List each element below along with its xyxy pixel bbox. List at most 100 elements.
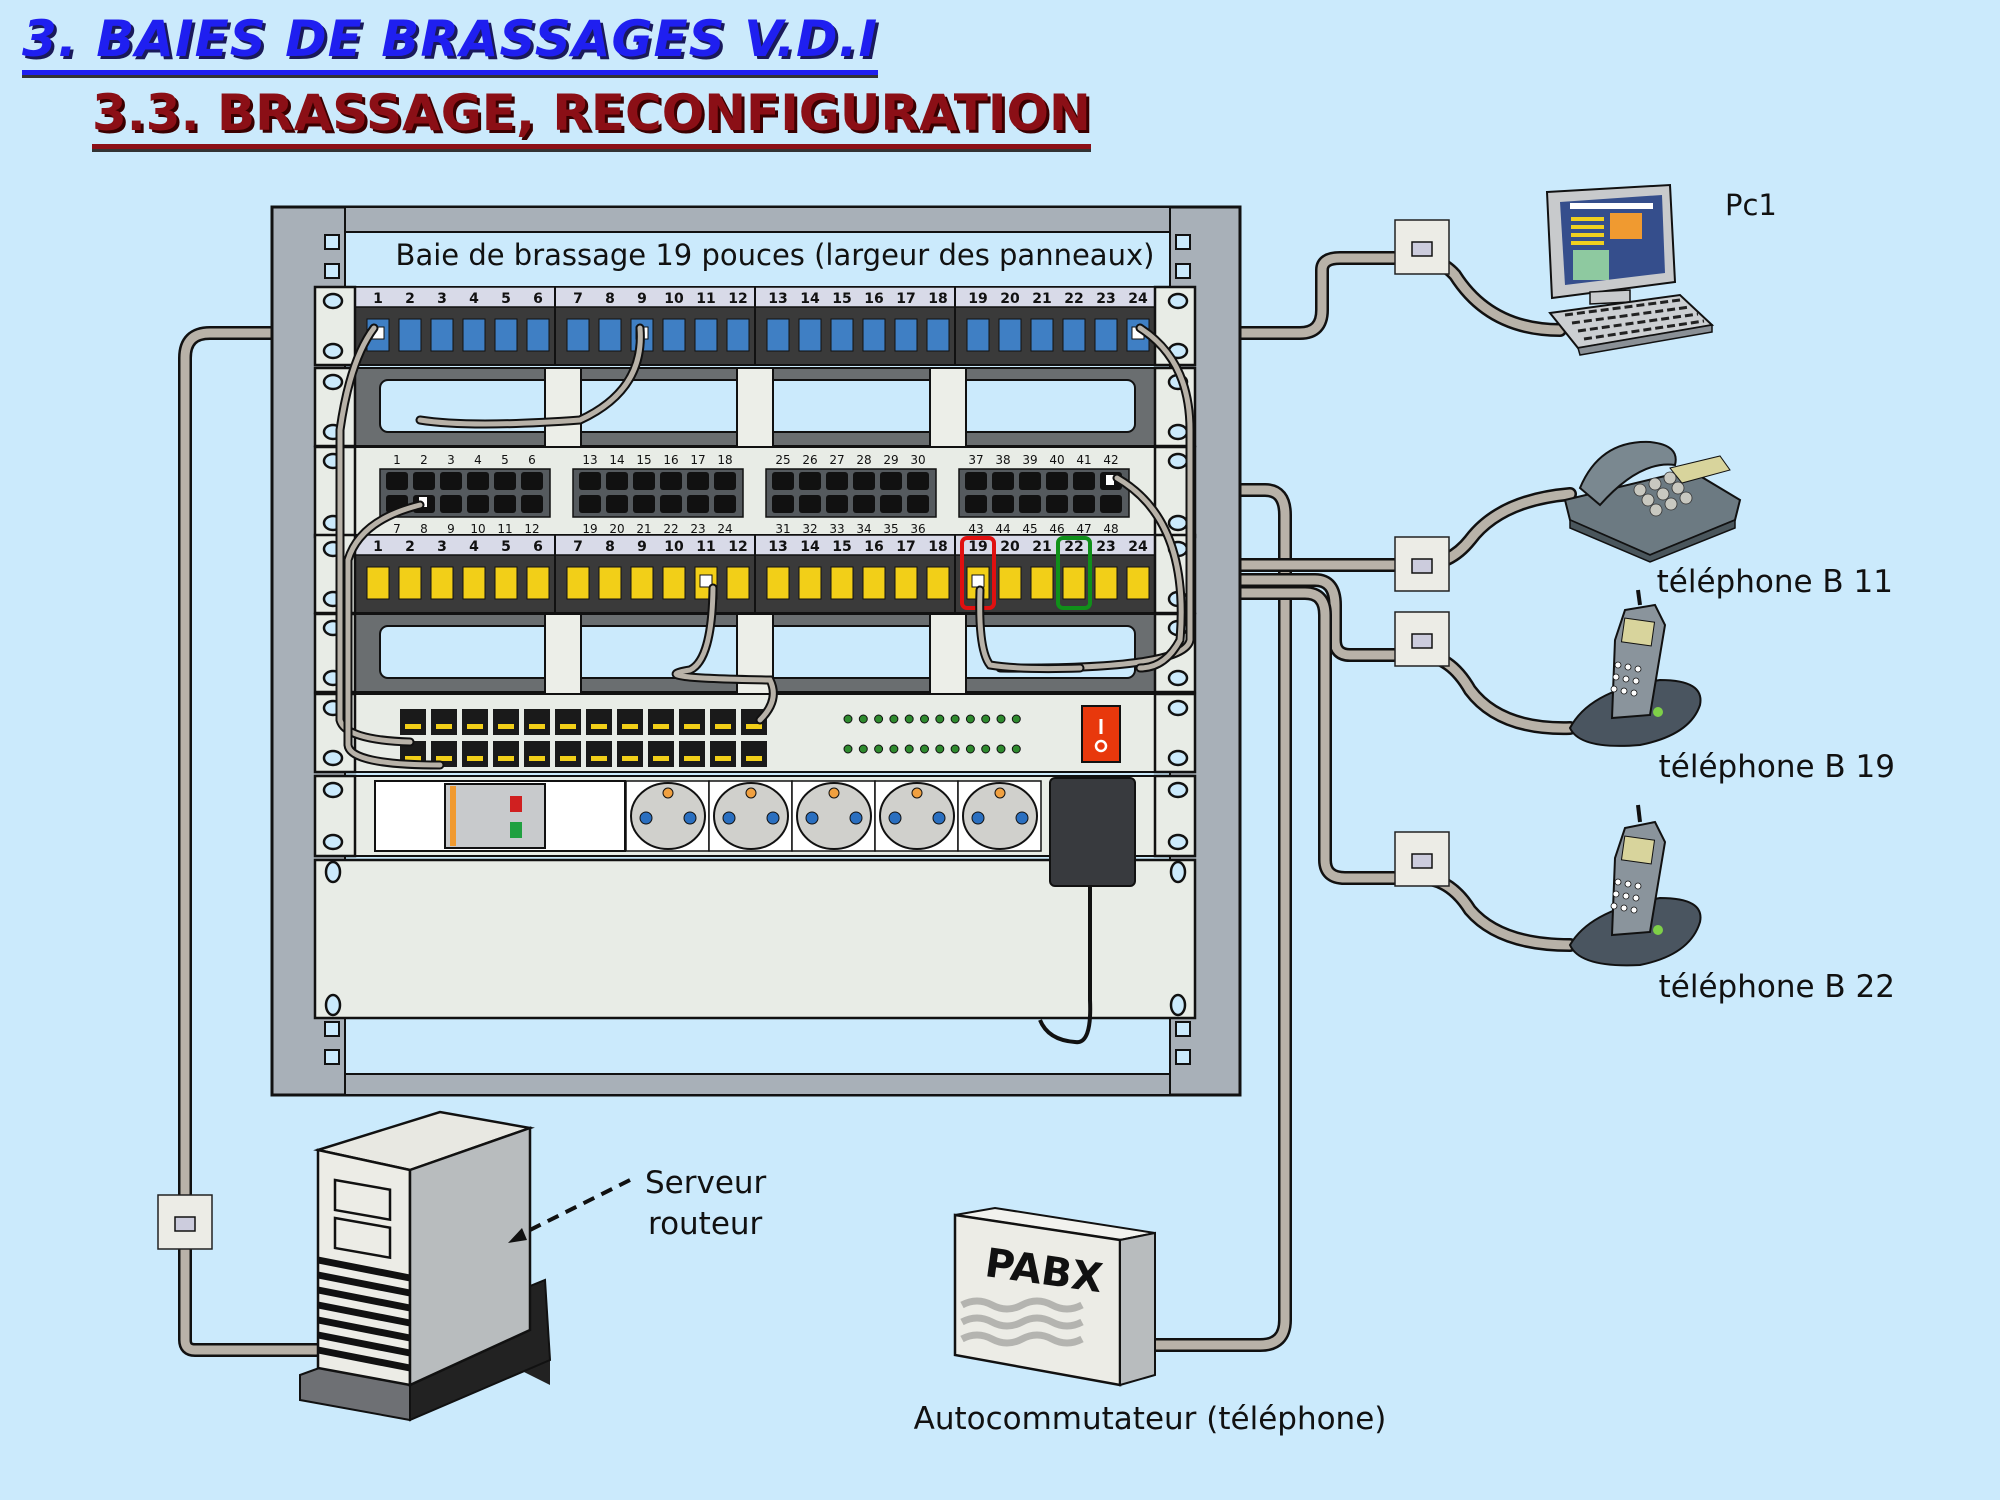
port-7[interactable] [566,566,590,600]
switch-port-35[interactable] [880,495,902,513]
switch-port-19[interactable] [579,495,601,513]
port-4[interactable] [462,566,486,600]
port-8[interactable] [598,566,622,600]
port-21[interactable] [1030,318,1054,352]
port-23[interactable] [1094,318,1118,352]
pabx-port[interactable] [462,741,488,767]
switch-port-28[interactable] [853,472,875,490]
switch-port-10[interactable] [467,495,489,513]
port-2[interactable] [398,318,422,352]
pabx-port[interactable] [462,709,488,735]
switch-port-43[interactable] [965,495,987,513]
port-4[interactable] [462,318,486,352]
switch-port-4[interactable] [467,472,489,490]
pabx-port[interactable] [555,741,581,767]
switch-port-27[interactable] [826,472,848,490]
switch-port-33[interactable] [826,495,848,513]
switch-port-47[interactable] [1073,495,1095,513]
pabx-port[interactable] [617,741,643,767]
port-20[interactable] [998,566,1022,600]
switch-port-9[interactable] [440,495,462,513]
switch-port-17[interactable] [687,472,709,490]
pabx-port[interactable] [524,709,550,735]
port-20[interactable] [998,318,1022,352]
switch-port-46[interactable] [1046,495,1068,513]
port-9[interactable] [630,566,654,600]
power-socket[interactable] [879,782,955,850]
port-13[interactable] [766,318,790,352]
port-16[interactable] [862,318,886,352]
pabx-port[interactable] [493,741,519,767]
port-24[interactable] [1126,566,1150,600]
port-14[interactable] [798,566,822,600]
switch-port-29[interactable] [880,472,902,490]
switch-port-39[interactable] [1019,472,1041,490]
pabx-port[interactable] [524,741,550,767]
port-3[interactable] [430,566,454,600]
switch-port-13[interactable] [579,472,601,490]
switch-port-32[interactable] [799,495,821,513]
port-6[interactable] [526,318,550,352]
power-socket[interactable] [962,782,1038,850]
switch-port-11[interactable] [494,495,516,513]
pabx-port[interactable] [431,709,457,735]
port-19[interactable] [966,318,990,352]
port-17[interactable] [894,318,918,352]
switch-port-14[interactable] [606,472,628,490]
switch-port-37[interactable] [965,472,987,490]
pabx-port[interactable] [617,709,643,735]
switch-port-2[interactable] [413,472,435,490]
pabx-port[interactable] [741,741,767,767]
switch-port-15[interactable] [633,472,655,490]
port-8[interactable] [598,318,622,352]
pabx-port[interactable] [679,709,705,735]
switch-port-5[interactable] [494,472,516,490]
pabx-port[interactable] [648,741,674,767]
port-5[interactable] [494,318,518,352]
switch-port-38[interactable] [992,472,1014,490]
port-15[interactable] [830,318,854,352]
port-23[interactable] [1094,566,1118,600]
switch-port-30[interactable] [907,472,929,490]
switch-port-23[interactable] [687,495,709,513]
pabx-port[interactable] [648,709,674,735]
switch-port-36[interactable] [907,495,929,513]
pabx-port[interactable] [710,741,736,767]
port-10[interactable] [662,318,686,352]
power-socket[interactable] [713,782,789,850]
pabx-port[interactable] [493,709,519,735]
pabx-port[interactable] [710,709,736,735]
switch-port-40[interactable] [1046,472,1068,490]
port-18[interactable] [926,318,950,352]
port-13[interactable] [766,566,790,600]
switch-port-3[interactable] [440,472,462,490]
port-22[interactable] [1062,566,1086,600]
switch-port-25[interactable] [772,472,794,490]
switch-port-44[interactable] [992,495,1014,513]
pabx-port[interactable] [555,709,581,735]
power-socket[interactable] [630,782,706,850]
switch-port-6[interactable] [521,472,543,490]
port-5[interactable] [494,566,518,600]
port-12[interactable] [726,318,750,352]
port-17[interactable] [894,566,918,600]
port-11[interactable] [694,318,718,352]
port-1[interactable] [366,566,390,600]
pabx-port[interactable] [400,709,426,735]
port-14[interactable] [798,318,822,352]
pabx-port[interactable] [586,709,612,735]
port-2[interactable] [398,566,422,600]
switch-port-21[interactable] [633,495,655,513]
switch-port-48[interactable] [1100,495,1122,513]
port-6[interactable] [526,566,550,600]
switch-port-18[interactable] [714,472,736,490]
port-15[interactable] [830,566,854,600]
power-socket[interactable] [796,782,872,850]
switch-port-16[interactable] [660,472,682,490]
port-22[interactable] [1062,318,1086,352]
port-3[interactable] [430,318,454,352]
switch-port-41[interactable] [1073,472,1095,490]
port-10[interactable] [662,566,686,600]
switch-port-1[interactable] [386,472,408,490]
port-18[interactable] [926,566,950,600]
